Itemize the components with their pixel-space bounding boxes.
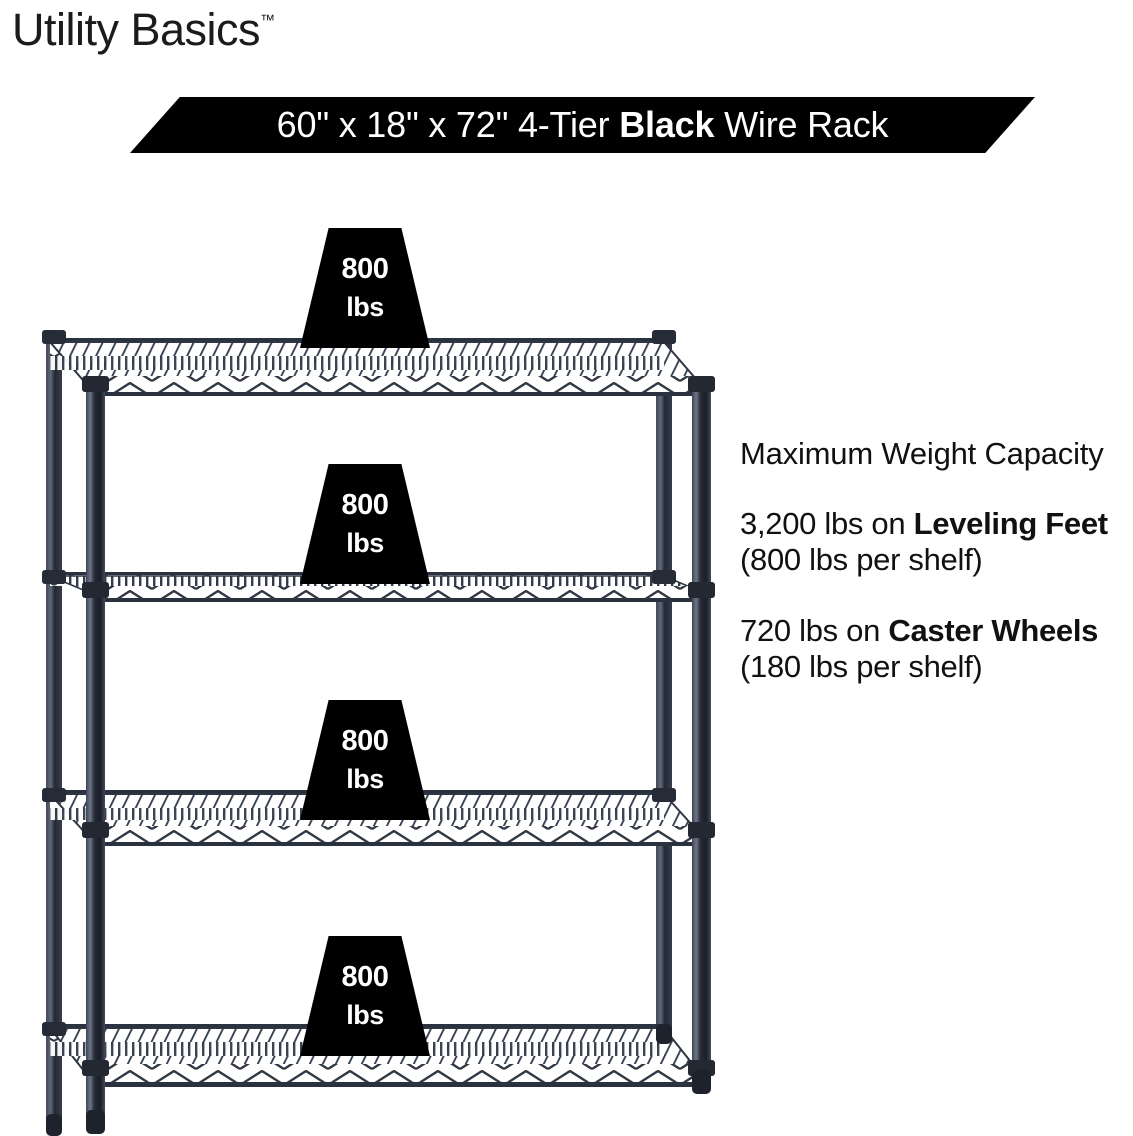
product-title-text: 60" x 18" x 72" 4-Tier Black Wire Rack <box>130 107 1035 143</box>
product-title-banner: 60" x 18" x 72" 4-Tier Black Wire Rack <box>130 97 1035 153</box>
caster-wheels-label: Caster Wheels <box>888 612 1099 648</box>
caster-wheels-capacity: 720 lbs on Caster Wheels (180 lbs per sh… <box>740 613 1120 686</box>
title-dimensions: 60" x 18" x 72" 4-Tier <box>276 104 620 145</box>
badge-unit: lbs <box>346 528 384 559</box>
caster-per-shelf: (180 lbs per shelf) <box>740 649 983 685</box>
badge-unit: lbs <box>346 292 384 323</box>
badge-value: 800 <box>341 253 389 286</box>
leveling-feet-capacity: 3,200 lbs on Leveling Feet (800 lbs per … <box>740 506 1120 579</box>
caster-capacity-value: 720 lbs on <box>740 612 889 648</box>
brand-name: Utility Basics <box>12 4 261 55</box>
badge-value: 800 <box>341 489 389 522</box>
badge-value: 800 <box>341 961 389 994</box>
shelf-tier-1 <box>47 338 705 396</box>
rack-posts-front <box>42 330 715 1116</box>
capacity-copy-column: Maximum Weight Capacity 3,200 lbs on Lev… <box>740 436 1120 686</box>
leveling-feet-label: Leveling Feet <box>913 505 1109 541</box>
leveling-capacity-value: 3,200 lbs on <box>740 505 914 541</box>
leveling-feet <box>46 1024 711 1136</box>
badge-value: 800 <box>341 725 389 758</box>
badge-unit: lbs <box>346 1000 384 1031</box>
capacity-heading: Maximum Weight Capacity <box>740 436 1104 471</box>
trademark-symbol: ™ <box>260 12 276 29</box>
rack-posts-rear <box>46 330 672 1120</box>
leveling-per-shelf: (800 lbs per shelf) <box>740 542 983 578</box>
badge-unit: lbs <box>346 764 384 795</box>
title-product-type: Wire Rack <box>714 104 889 145</box>
title-color-emphasis: Black <box>619 104 715 145</box>
brand-logo: Utility Basics™ <box>12 4 275 56</box>
